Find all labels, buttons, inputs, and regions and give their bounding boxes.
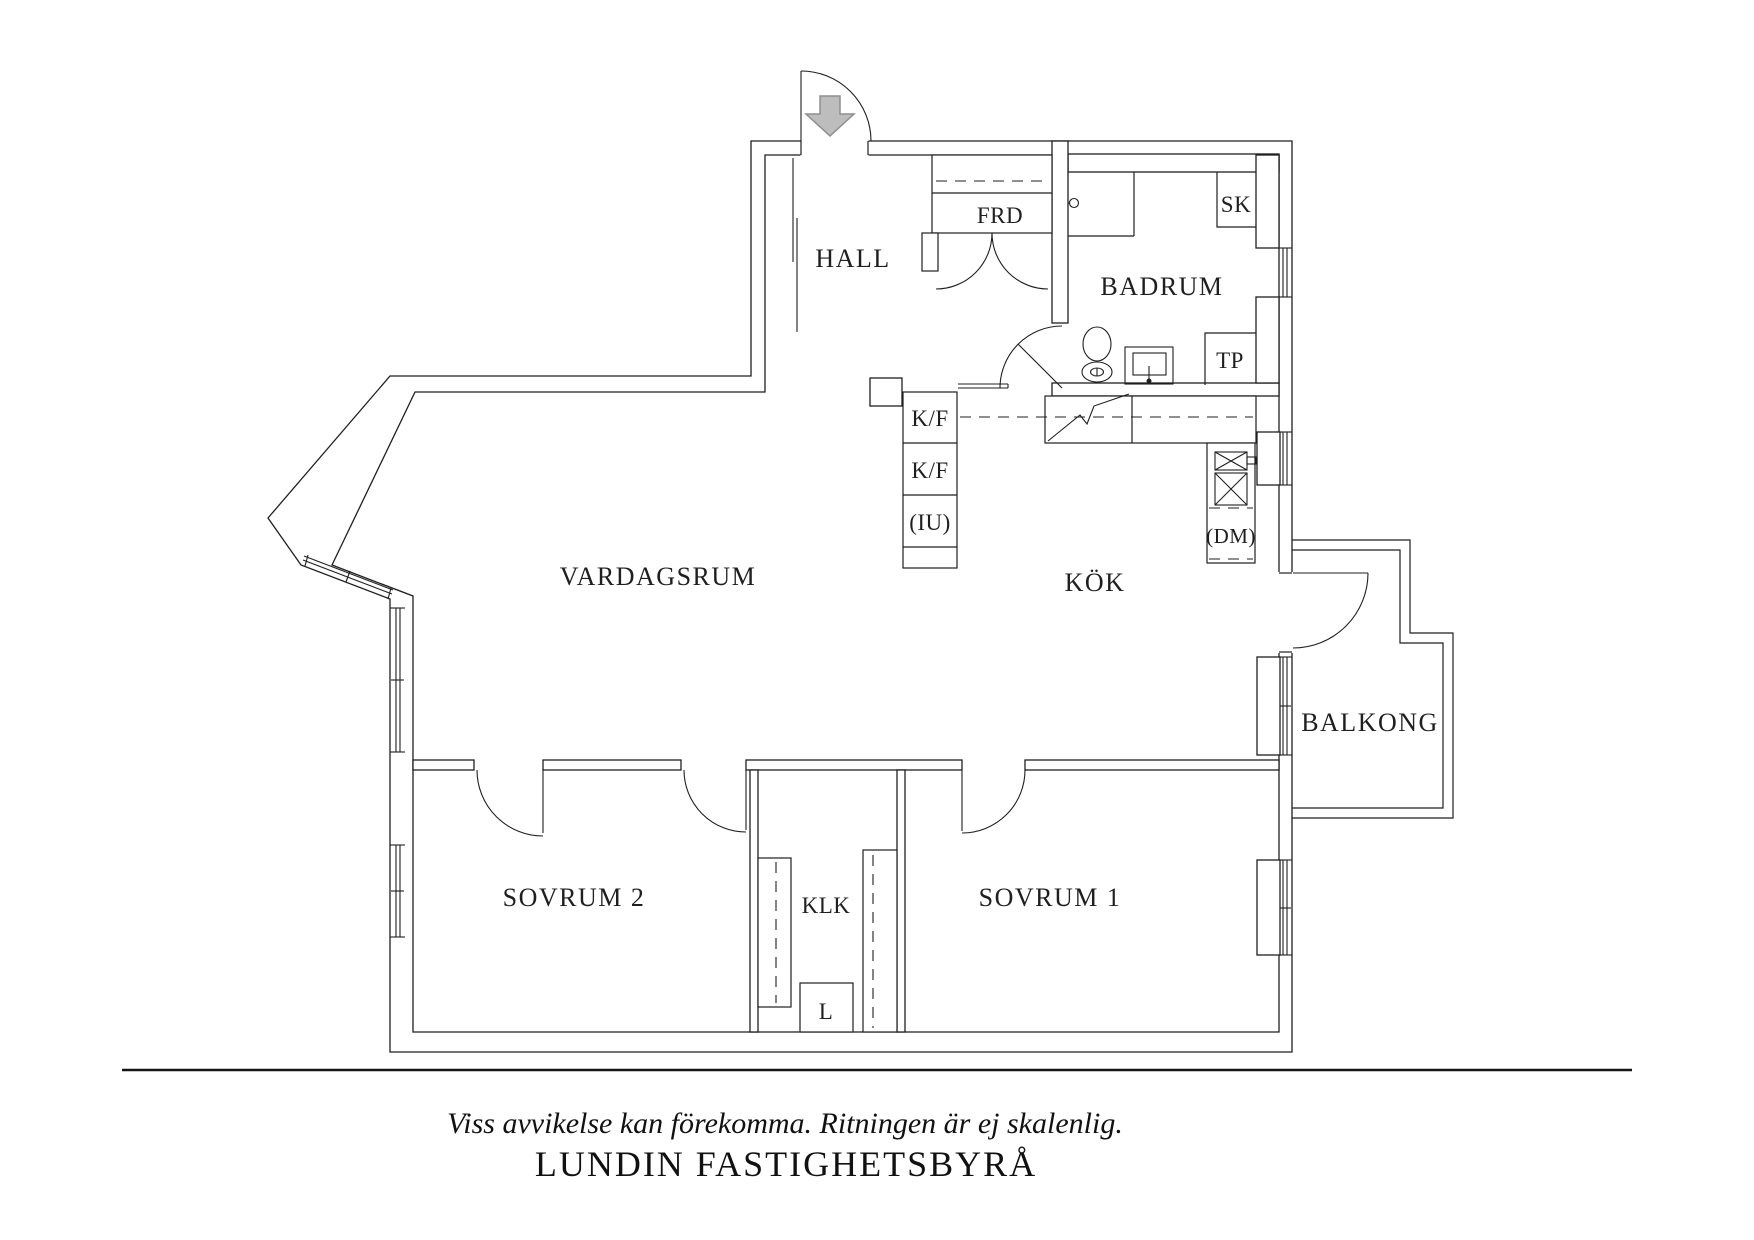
doors xyxy=(476,70,1369,837)
balkong-door xyxy=(1277,572,1369,653)
frd-closet xyxy=(921,154,1053,290)
badrum-door xyxy=(999,325,1063,389)
room-label-klk: KLK xyxy=(802,893,851,918)
room-label-hall: HALL xyxy=(815,244,890,273)
badrum-east-wall-upper xyxy=(1255,154,1280,249)
kf-column xyxy=(902,383,1009,569)
room-label-vardagsrum: VARDAGSRUM xyxy=(560,562,757,591)
fixture-label-tp: TP xyxy=(1216,348,1244,373)
badrum-south-wall xyxy=(1051,382,1280,397)
klk-wardrobe-right xyxy=(862,849,898,1033)
footer-brand: LUNDIN FASTIGHETSBYRÅ xyxy=(535,1144,1037,1184)
room-label-badrum: BADRUM xyxy=(1100,272,1223,301)
tp-cabinet xyxy=(1204,332,1256,385)
shower-icon xyxy=(1068,172,1135,237)
fixture-label-kf-upper: K/F xyxy=(911,406,948,431)
room-label-kok: KÖK xyxy=(1065,568,1126,597)
interior-walls xyxy=(412,140,1280,1033)
labels: HALL VARDAGSRUM KÖK BADRUM BALKONG SOVRU… xyxy=(503,192,1439,1024)
window-balkong-east xyxy=(1256,656,1292,756)
window-vardagsrum-west xyxy=(390,607,405,753)
window-kok-east xyxy=(1256,431,1292,486)
klk-east-wall xyxy=(896,769,906,1033)
frd-side-stub xyxy=(921,232,939,272)
stove-icon xyxy=(1047,393,1130,442)
dishwasher xyxy=(1209,507,1253,560)
kitchen-fixtures xyxy=(902,383,1257,569)
closet-fixtures xyxy=(757,154,1053,1033)
klk-wardrobe-left xyxy=(757,857,792,1008)
bathroom-fixtures xyxy=(1068,172,1256,385)
windows xyxy=(302,247,1292,956)
bedroom-wall-seg2 xyxy=(542,759,682,771)
linen-cabinet xyxy=(799,982,854,1033)
sk-cabinet xyxy=(1216,172,1256,228)
footer: Viss avvikelse kan förekomma. Ritningen … xyxy=(122,1068,1632,1184)
footer-disclaimer: Viss avvikelse kan förekomma. Ritningen … xyxy=(447,1107,1123,1140)
bedroom-wall-seg4 xyxy=(1024,759,1280,771)
hall-wardrobe xyxy=(792,158,798,332)
window-diagonal xyxy=(302,554,394,600)
toilet-icon xyxy=(1081,326,1113,383)
fixture-label-iu: (IU) xyxy=(909,510,951,535)
window-sovrum2-west xyxy=(390,844,405,938)
badrum-top-wall xyxy=(1067,153,1280,173)
room-label-sovrum2: SOVRUM 2 xyxy=(503,883,646,912)
room-label-balkong: BALKONG xyxy=(1301,708,1439,737)
kitchen-counter-east xyxy=(1206,442,1257,564)
window-badrum-east xyxy=(1279,247,1292,298)
window-sovrum1-east xyxy=(1256,859,1292,956)
fixture-label-sk: SK xyxy=(1221,192,1251,217)
sovrum2-door xyxy=(476,769,544,837)
sovrum1-door xyxy=(961,769,1026,834)
fixture-label-kf-lower: K/F xyxy=(911,458,948,483)
fixture-label-dm: (DM) xyxy=(1206,524,1256,548)
washbasin-icon xyxy=(1124,346,1174,385)
klk-door xyxy=(683,769,747,833)
hall-kitchen-stub xyxy=(869,377,903,407)
kitchen-sink-icon xyxy=(1214,451,1257,506)
fixture-label-frd: FRD xyxy=(977,203,1023,228)
entry-door xyxy=(800,70,872,157)
bedroom-wall-seg3 xyxy=(745,759,963,771)
fixture-label-l: L xyxy=(819,999,834,1024)
badrum-east-wall-lower xyxy=(1255,296,1280,384)
entry-arrow-icon xyxy=(804,95,856,138)
room-label-sovrum1: SOVRUM 1 xyxy=(979,883,1122,912)
badrum-west-wall xyxy=(1051,140,1069,324)
bedroom-wall-seg1 xyxy=(412,759,475,771)
kitchen-counter-top xyxy=(960,393,1257,444)
balcony-outline xyxy=(1292,539,1454,819)
klk-west-wall xyxy=(749,769,759,1033)
